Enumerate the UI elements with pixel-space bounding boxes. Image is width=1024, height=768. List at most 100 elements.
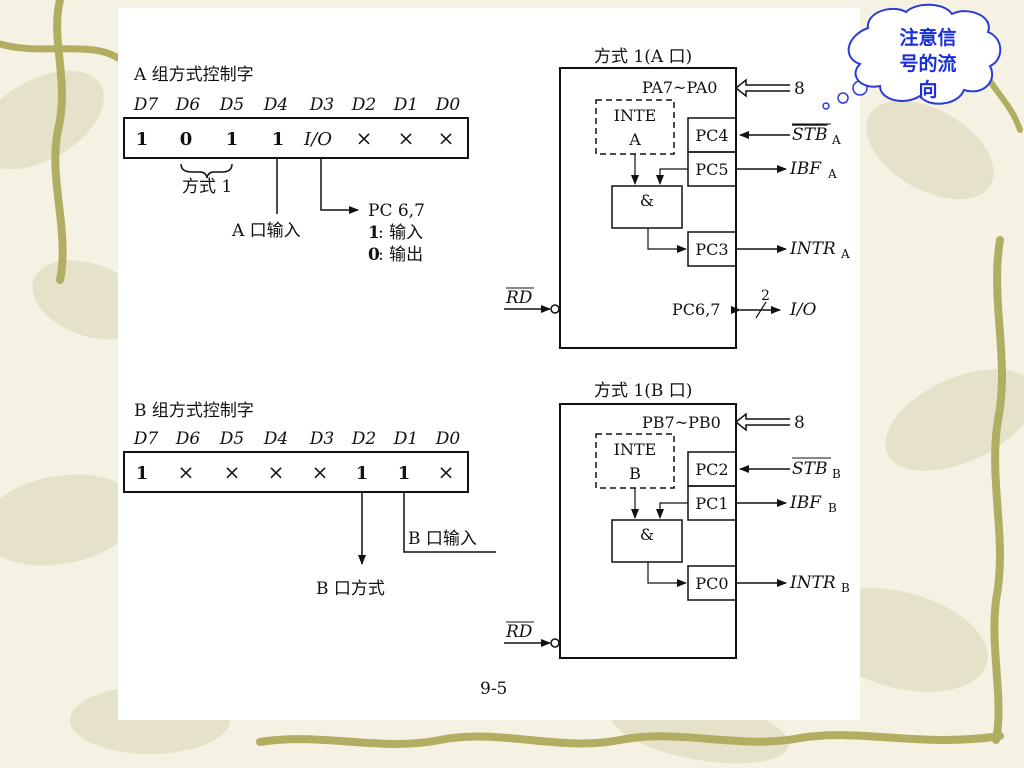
bit-value: ×	[312, 460, 329, 484]
port-a-bus-width: 8	[794, 79, 805, 99]
vine	[990, 236, 1006, 744]
stb-b-sub: B	[832, 467, 841, 481]
port-a-bus-label: PA7~PA0	[642, 78, 717, 97]
and-gate-b	[611, 519, 683, 563]
intr-b-sub: B	[841, 581, 850, 595]
rd-a-inverter	[550, 304, 560, 314]
pc67-input-text: : 输入	[378, 223, 423, 243]
group-a-control-word: A 组方式控制字 D7 D6 D5 D4 D3 D2 D1 D0 1 0 1 1…	[123, 65, 469, 265]
block-b-title: 方式 1(B 口)	[594, 381, 692, 401]
pc1-to-and	[656, 502, 688, 519]
stb-a-sub: A	[831, 133, 841, 147]
port-b-bus-label: PB7~PB0	[642, 413, 721, 432]
bit-value: ×	[224, 460, 241, 484]
callout-text: 注意信 号的流 向	[880, 25, 976, 103]
and-to-pc3	[647, 228, 687, 253]
port-b-bus-width: 8	[794, 413, 805, 433]
bit-header: D3	[309, 429, 334, 449]
ibf-a-signal: IBF	[789, 159, 822, 179]
pc5-to-and	[656, 168, 688, 185]
io-signal: I/O	[789, 300, 816, 320]
group-b-control-word: B 组方式控制字 D7 D6 D5 D4 D3 D2 D1 D0 1 × × ×…	[123, 401, 496, 599]
group-b-port-label: B 口输入	[408, 529, 477, 549]
bit-header: D7	[133, 429, 159, 449]
pc0-label: PC0	[695, 574, 728, 593]
inte-b-label: INTE	[614, 440, 657, 459]
bit-value: 1	[226, 129, 239, 150]
bit-header: D6	[175, 429, 201, 449]
io-bus-width: 2	[761, 288, 770, 304]
bit-header: D3	[309, 95, 334, 115]
callout-line: 号的流	[899, 53, 957, 75]
group-b-mode-label: B 口方式	[316, 579, 385, 599]
pc67-block-label: PC6,7	[672, 300, 720, 319]
port-b-bus-arrow	[735, 412, 790, 432]
intr-a-sub: A	[840, 247, 850, 261]
bit-value: ×	[398, 126, 415, 150]
bit-header: D2	[351, 95, 376, 115]
bit-value: ×	[356, 126, 373, 150]
block-a-title: 方式 1(A 口)	[594, 47, 692, 67]
bit-header: D2	[351, 429, 376, 449]
bit-value: ×	[178, 460, 195, 484]
pc3-label: PC3	[695, 240, 728, 259]
pc67-output-text: : 输出	[378, 245, 423, 265]
callout-line: 注意信	[899, 27, 957, 49]
ibf-b-sub: B	[828, 501, 837, 515]
rd-b-inverter	[550, 638, 560, 648]
mode-brace	[180, 163, 233, 179]
port-a-bus-arrow	[735, 78, 790, 98]
group-a-bit-box	[123, 117, 469, 159]
vine	[256, 731, 1004, 748]
pc67-output-key: 0	[368, 245, 380, 265]
bit-header: D0	[435, 95, 461, 115]
pc2-label: PC2	[695, 460, 728, 479]
bit-header: D5	[219, 95, 244, 115]
pc4-label: PC4	[695, 126, 728, 145]
group-b-bit-values: 1 × × × × 1 1 ×	[136, 460, 455, 484]
intr-a-signal: INTR	[789, 239, 836, 259]
bit-header: D1	[393, 95, 418, 115]
bit-header: D4	[263, 429, 288, 449]
group-a-mode-label: 方式 1	[182, 177, 232, 197]
bit-value: 1	[136, 463, 149, 484]
rd-a-signal: RD	[505, 288, 533, 308]
group-a-bit-headers: D7 D6 D5 D4 D3 D2 D1 D0	[133, 95, 461, 115]
block-a: 方式 1(A 口) PA7~PA0 8 INTE A PC4 PC5 & PC3…	[504, 47, 850, 349]
and-to-pc0	[647, 562, 687, 587]
inte-a-sub: A	[628, 130, 641, 149]
callout-line: 向	[918, 79, 938, 101]
and-gate-b-symbol: &	[640, 525, 654, 544]
bit-value: 1	[136, 129, 149, 150]
stb-a-signal: STB	[792, 125, 827, 145]
leaf-shape	[0, 70, 104, 170]
vine	[51, 0, 67, 284]
group-a-title: A 组方式控制字	[133, 65, 254, 85]
cloud-shape	[847, 3, 1002, 105]
bit-value: 1	[398, 463, 411, 484]
leaf-shape	[0, 474, 140, 566]
inte-b-sub: B	[629, 464, 641, 483]
bit-value: ×	[438, 460, 455, 484]
io-bus-slash	[755, 301, 767, 319]
page-number: 9-5	[480, 679, 507, 699]
bit-header: D1	[393, 429, 418, 449]
inte-a-label: INTE	[614, 106, 657, 125]
block-a-chip	[559, 67, 737, 349]
group-a-bit-values: 1 0 1 1 I/O × × ×	[136, 126, 455, 150]
rd-b-signal: RD	[505, 622, 533, 642]
thought-bubble	[822, 3, 1002, 110]
bubble-dot	[822, 102, 830, 110]
group-b-bit-headers: D7 D6 D5 D4 D3 D2 D1 D0	[133, 429, 461, 449]
intr-b-signal: INTR	[789, 573, 836, 593]
bubble-dot	[837, 92, 849, 104]
port-b-input-line	[403, 492, 496, 553]
ibf-b-signal: IBF	[789, 493, 822, 513]
pc67-label: PC 6,7	[368, 201, 425, 221]
bit-value: ×	[438, 126, 455, 150]
bit-header: D0	[435, 429, 461, 449]
pc67-line	[320, 158, 359, 214]
pc1-label: PC1	[695, 494, 728, 513]
bit-value: 0	[180, 129, 193, 150]
